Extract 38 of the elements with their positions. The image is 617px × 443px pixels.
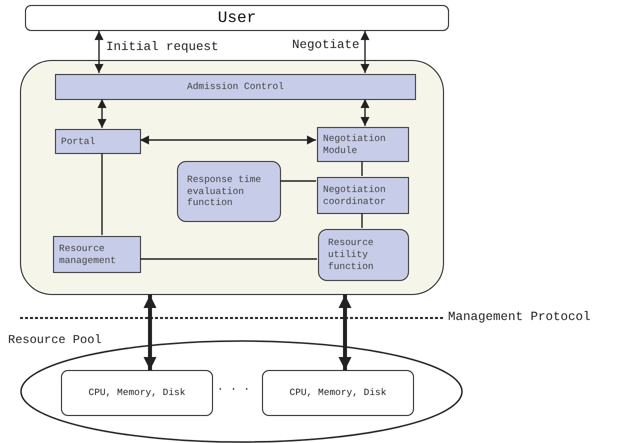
actor-box bbox=[25, 5, 449, 31]
module-box bbox=[317, 177, 409, 214]
node-label: Negotiation Module bbox=[323, 132, 387, 156]
resource-box bbox=[262, 370, 414, 416]
arrow bbox=[338, 295, 352, 370]
ellipsis-mark: · · · bbox=[217, 384, 250, 396]
module-box bbox=[317, 127, 409, 162]
node-label: Resource utility function bbox=[328, 237, 375, 273]
node-label: Response time evaluation function bbox=[187, 174, 262, 210]
resource-box bbox=[61, 370, 213, 416]
group-label: Resource Pool bbox=[8, 333, 102, 347]
module-bar bbox=[55, 74, 416, 100]
arrow bbox=[360, 99, 370, 126]
arrow bbox=[98, 99, 106, 128]
arrow bbox=[144, 295, 156, 370]
connector-line bbox=[361, 213, 363, 228]
node-label: Negotiation coordinator bbox=[323, 184, 387, 208]
node-label: User bbox=[218, 8, 256, 28]
connector-line bbox=[280, 180, 316, 182]
node-label: CPU, Memory, Disk bbox=[88, 387, 186, 399]
node-label: Resource management bbox=[59, 242, 118, 266]
edge-label: Initial request bbox=[106, 40, 219, 54]
node-label: Portal bbox=[61, 136, 96, 148]
edge-label: Negotiate bbox=[292, 38, 360, 52]
connector-line bbox=[101, 153, 103, 235]
module-box bbox=[53, 236, 141, 273]
arrow bbox=[140, 136, 316, 144]
node-label: Admission Control bbox=[187, 81, 284, 93]
boundary-label: Management Protocol bbox=[448, 310, 591, 324]
arrow bbox=[94, 31, 104, 73]
system-panel bbox=[20, 60, 444, 295]
arrow bbox=[360, 31, 370, 73]
module-box bbox=[55, 129, 141, 154]
function-box bbox=[318, 229, 409, 281]
connector-line bbox=[140, 258, 317, 260]
function-box bbox=[177, 161, 281, 222]
node-label: CPU, Memory, Disk bbox=[290, 387, 386, 399]
connector-line bbox=[361, 161, 363, 176]
